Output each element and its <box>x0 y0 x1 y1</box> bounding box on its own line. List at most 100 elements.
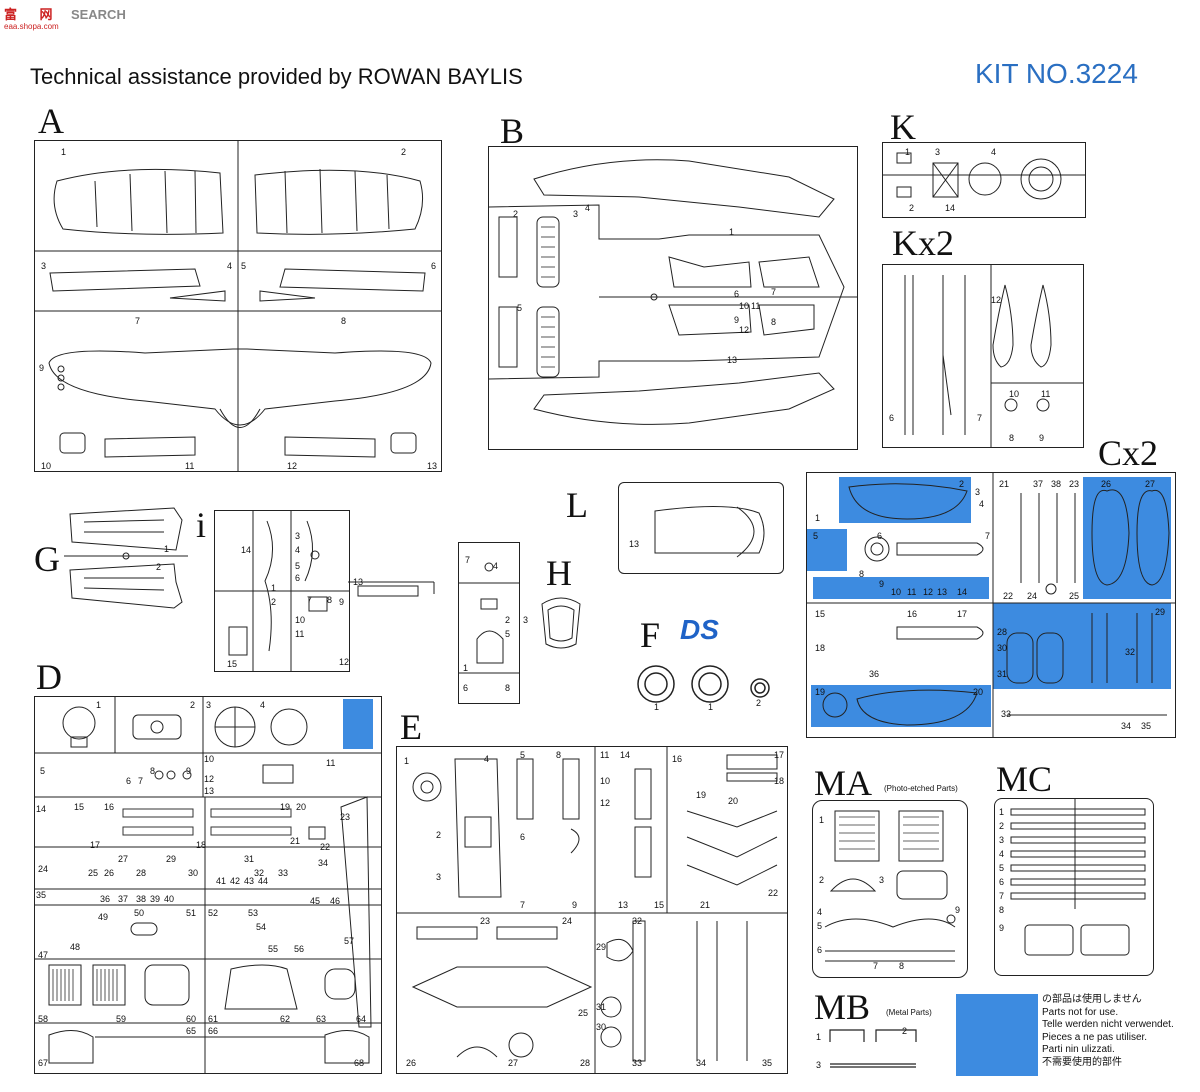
part-num: 20 <box>728 796 739 806</box>
part-num: 11 <box>326 758 336 768</box>
sprue-e-drawing <box>397 747 787 1073</box>
sprue-g: 1 2 <box>64 502 188 612</box>
part-num: 2 <box>190 700 196 710</box>
sprue-d-numbers: 1 2 3 4 5 6 7 8 9 10 11 12 13 14 15 16 1… <box>34 696 380 1072</box>
sprue-label-h: H <box>546 553 572 593</box>
part-num: 16 <box>104 802 115 812</box>
sprue-cx2: 1 2 3 4 5 6 7 8 9 10 11 12 13 14 15 16 1… <box>806 472 1176 738</box>
part-num: 2 <box>819 875 825 885</box>
part-num: 4 <box>817 907 823 917</box>
part-num: 1 <box>96 700 102 710</box>
part-num: 4 <box>585 203 591 213</box>
sprue-label-l: L <box>566 485 588 525</box>
part-num: 24 <box>562 916 573 926</box>
part-num: 17 <box>957 609 968 619</box>
part-num: 11 <box>1041 389 1051 399</box>
part-num: 46 <box>330 896 341 906</box>
part-num: 29 <box>596 942 607 952</box>
part-num: 53 <box>248 908 259 918</box>
part-num: 7 <box>977 413 983 423</box>
part-num: 33 <box>632 1058 643 1068</box>
unused-parts-swatch <box>956 994 1038 1076</box>
part-num: 1 <box>61 147 67 157</box>
part-num: 28 <box>136 868 147 878</box>
part-num: 16 <box>907 609 918 619</box>
part-num: 24 <box>38 864 49 874</box>
part-num: 15 <box>227 659 238 669</box>
part-num: 37 <box>1033 479 1044 489</box>
part-num: 9 <box>39 363 45 373</box>
part-num: 66 <box>208 1026 219 1036</box>
part-num: 5 <box>817 921 823 931</box>
part-num: 6 <box>999 877 1005 887</box>
part-num: 67 <box>38 1058 49 1068</box>
part-num: 56 <box>294 944 305 954</box>
part-num: 35 <box>36 890 47 900</box>
part-num: 18 <box>815 643 826 653</box>
part-num: 8 <box>859 569 865 579</box>
notice-line: Parts not for use. <box>1042 1006 1119 1018</box>
sprue-label-cx2: Cx2 <box>1098 433 1159 473</box>
part-num: 7 <box>135 316 141 326</box>
part-num: 2 <box>271 597 277 607</box>
kit-number: KIT NO.3224 <box>975 58 1138 89</box>
part-num: 17 <box>90 840 101 850</box>
sprue-l-drawing <box>654 505 765 558</box>
part-num: 55 <box>268 944 279 954</box>
part-num: 35 <box>762 1058 773 1068</box>
part-num: 47 <box>38 950 49 960</box>
sprue-label-i: i <box>196 505 207 545</box>
part-num: 10 <box>600 776 611 786</box>
part-num: 15 <box>815 609 826 619</box>
sprue-i-drawing <box>215 511 349 671</box>
part-num: 9 <box>572 900 578 910</box>
part-num: 20 <box>973 687 984 697</box>
part-num: 34 <box>696 1058 707 1068</box>
part-num: 12 <box>739 325 750 335</box>
part-num: 8 <box>999 905 1005 915</box>
watermark-brand: 富 <box>4 7 18 22</box>
part-num: 19 <box>280 802 291 812</box>
part-num: 25 <box>1069 591 1080 601</box>
part-num: 21 <box>700 900 711 910</box>
part-num: 2 <box>156 562 162 572</box>
part-num: 28 <box>580 1058 591 1068</box>
part-num: 10 <box>739 301 750 311</box>
part-num: 58 <box>38 1014 49 1024</box>
notice-line: Parti nin ulizzati. <box>1042 1044 1115 1055</box>
sprue-d-drawing <box>35 697 381 1073</box>
part-num: 1 <box>819 815 825 825</box>
sprue-b: 1 2 3 4 5 6 7 8 9 10 11 12 13 <box>488 146 858 450</box>
part-num: 9 <box>955 905 961 915</box>
part-num: 13 <box>727 355 738 365</box>
sprue-sub-mb: (Metal Parts) <box>886 1008 932 1017</box>
part-num: 10 <box>204 754 215 764</box>
part-num: 26 <box>1101 479 1112 489</box>
part-num: 64 <box>356 1014 367 1024</box>
part-num: 3 <box>975 487 981 497</box>
part-num: 32 <box>254 868 265 878</box>
notice-line: Telle werden nicht verwendet. <box>1042 1019 1174 1030</box>
part-num: 45 <box>310 896 321 906</box>
blue-area <box>807 529 847 571</box>
sprue-e <box>396 746 788 1074</box>
part-num: 3 <box>295 531 301 541</box>
part-num: 59 <box>116 1014 127 1024</box>
sprue-mc: 1 2 3 4 5 6 7 8 9 <box>994 798 1154 976</box>
part-num: 25 <box>578 1008 589 1018</box>
part-num: 1 <box>999 807 1005 817</box>
part-num: 10 <box>295 615 306 625</box>
part-num: 31 <box>596 1002 607 1012</box>
part-num: 10 <box>1009 389 1020 399</box>
part-num: 12 <box>287 461 298 471</box>
sprue-label-e: E <box>400 707 422 747</box>
part-num: 14 <box>36 804 47 814</box>
assist-credit: Technical assistance provided by ROWAN B… <box>30 64 523 89</box>
part-num: 12 <box>991 295 1002 305</box>
part-num: 13 <box>629 539 640 549</box>
part-num: 23 <box>340 812 351 822</box>
part-num: 6 <box>295 573 301 583</box>
part-num: 36 <box>869 669 880 679</box>
part-num: 12 <box>600 798 611 808</box>
sprue-label-k: K <box>890 107 916 147</box>
